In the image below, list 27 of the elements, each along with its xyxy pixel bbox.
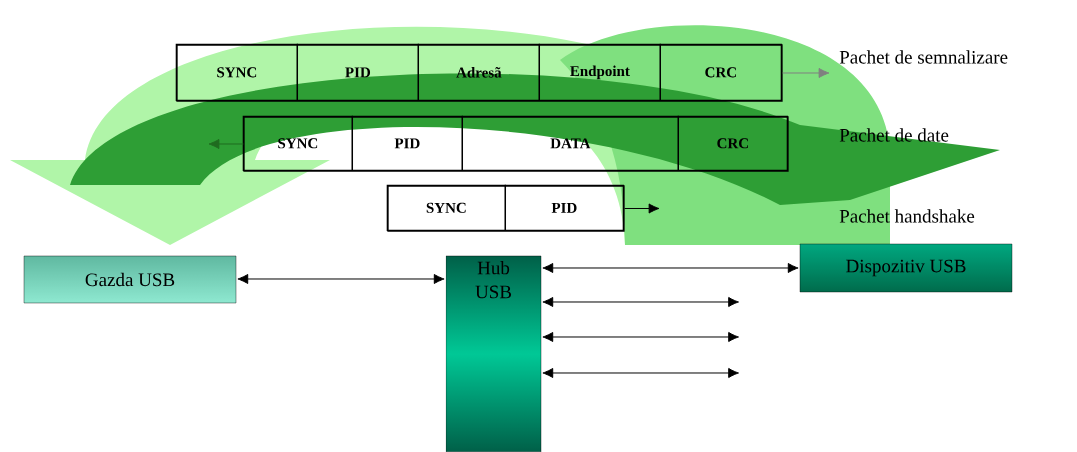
packet-field: PID — [504, 184, 624, 231]
packet-field: PID — [296, 43, 419, 101]
packet-field: SYNC — [386, 184, 506, 231]
packet-field: SYNC — [242, 115, 353, 171]
packet-field: CRC — [659, 43, 782, 101]
device-box: Dispozitiv USB — [799, 243, 1013, 293]
packet-box — [243, 116, 789, 172]
arrow — [542, 296, 739, 307]
packet-field: Endpoint — [538, 43, 661, 101]
arrow — [237, 273, 445, 284]
arrow — [624, 203, 660, 214]
arrow — [782, 67, 830, 78]
packet-label: Pachet de semnalizare — [839, 50, 1008, 64]
packet-field: DATA — [461, 115, 679, 171]
device-box: Gazda USB — [23, 255, 237, 304]
arrow — [542, 331, 739, 342]
packet-field: CRC — [677, 115, 788, 171]
packet-field: SYNC — [175, 43, 298, 101]
packet-field: Adresã — [417, 43, 540, 101]
arrow — [208, 138, 244, 149]
packet-box — [176, 44, 783, 102]
packet-field: PID — [351, 115, 463, 171]
packet-label: Pachet handshake — [839, 209, 975, 223]
arrow — [542, 367, 739, 378]
hub-box: Hub USB — [445, 255, 542, 452]
arrow — [542, 262, 799, 273]
packet-box — [387, 185, 625, 232]
